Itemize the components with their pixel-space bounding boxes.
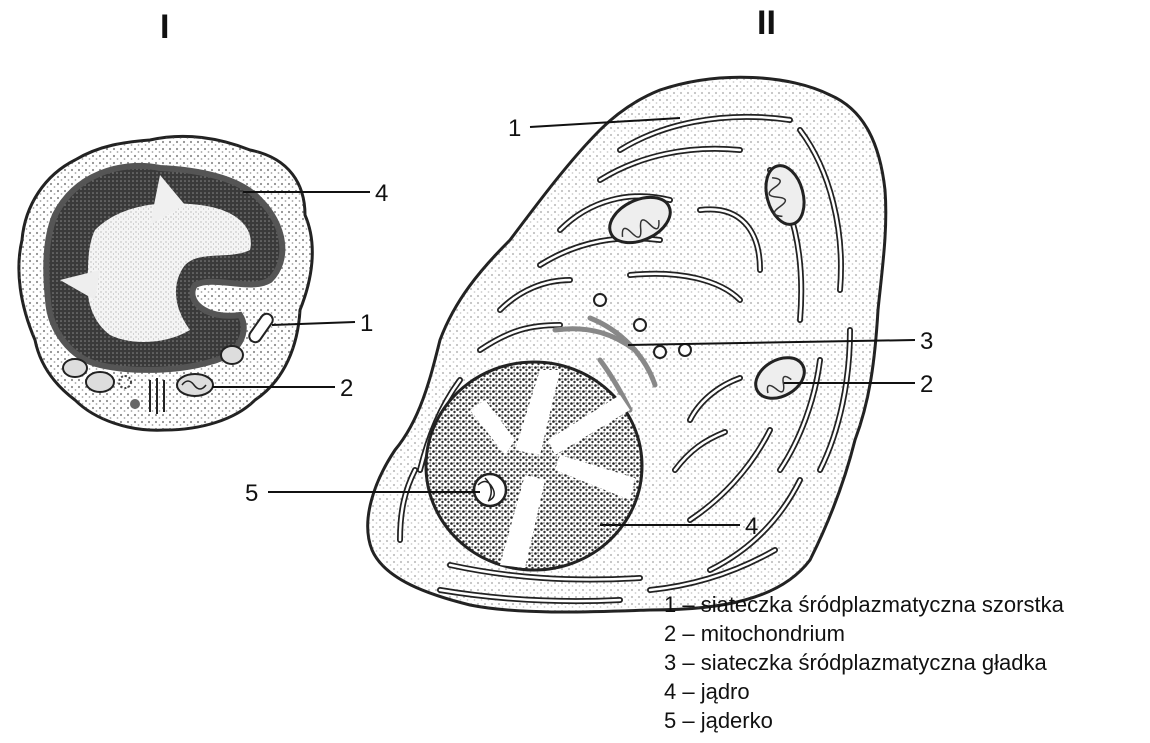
legend-item-3: 3 – siateczka śródplazmatyczna gładka <box>664 648 1064 677</box>
cell-2-label-3: 3 <box>920 328 933 355</box>
cell-2-label-2: 2 <box>920 371 933 398</box>
legend-item-2: 2 – mitochondrium <box>664 619 1064 648</box>
cell-1: 4 1 2 <box>19 136 388 430</box>
cell-1-label-4: 4 <box>375 180 388 207</box>
legend: 1 – siateczka śródplazmatyczna szorstka … <box>664 590 1064 735</box>
cell-2-label-4: 4 <box>745 513 758 540</box>
cell-2-nucleolus <box>474 474 506 506</box>
cell-1-label-1: 1 <box>360 310 373 337</box>
legend-item-5: 5 – jąderko <box>664 706 1064 735</box>
cell-2: 1 3 2 5 4 <box>245 77 933 612</box>
legend-item-1: 1 – siateczka śródplazmatyczna szorstka <box>664 590 1064 619</box>
cell-2-nucleus <box>426 362 642 570</box>
cell-1-label-2: 2 <box>340 375 353 402</box>
legend-item-4: 4 – jądro <box>664 677 1064 706</box>
cell-2-label-5: 5 <box>245 480 258 507</box>
cell-2-label-1: 1 <box>508 115 521 142</box>
